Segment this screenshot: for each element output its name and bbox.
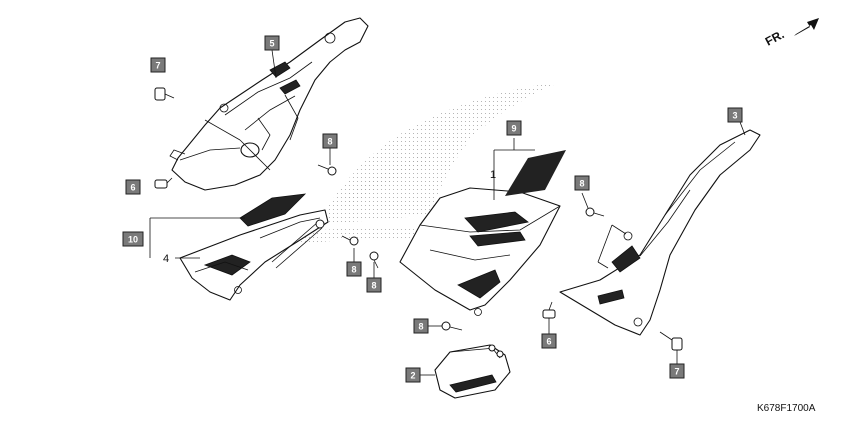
svg-text:8: 8 (327, 137, 332, 147)
diagram-code: K678F1700A (757, 403, 816, 414)
brand-watermark (300, 82, 560, 244)
svg-text:8: 8 (351, 265, 356, 275)
leader-lines (149, 49, 746, 376)
callout-8-mid-b: 8 (366, 277, 382, 293)
callout-8-mid-a: 8 (346, 261, 362, 277)
label-part-4: 4 (163, 253, 169, 265)
screw-8-right (585, 207, 605, 217)
screw-8-mid-a (341, 235, 359, 246)
callout-7-bottom: 7 (669, 363, 685, 379)
svg-text:7: 7 (674, 367, 679, 377)
front-arrow-icon (794, 18, 819, 36)
svg-text:8: 8 (418, 322, 423, 332)
callout-9: 9 (506, 120, 522, 136)
svg-text:10: 10 (128, 235, 138, 245)
front-direction-label: FR. (763, 27, 787, 48)
bolt-6-right (542, 301, 556, 319)
callout-6-left: 6 (125, 179, 141, 195)
bolt-7-top (154, 87, 175, 101)
callout-5: 5 (264, 35, 280, 51)
left-side-cover (179, 209, 329, 301)
callout-3: 3 (727, 107, 743, 123)
lower-block-cover (434, 344, 511, 399)
svg-text:8: 8 (579, 179, 584, 189)
front-direction-indicator: FR. (763, 18, 819, 49)
screw-8-upper (317, 164, 337, 176)
callout-7-top: 7 (150, 57, 166, 73)
callout-8-upper: 8 (322, 133, 338, 149)
svg-text:7: 7 (155, 61, 160, 71)
callout-8-right: 8 (574, 175, 590, 191)
right-side-cover (559, 129, 761, 336)
callout-8-lower: 8 (413, 318, 429, 334)
svg-text:5: 5 (269, 39, 274, 49)
center-main-cover (399, 187, 561, 316)
screw-8-lower (441, 321, 463, 331)
label-part-1: 1 (490, 169, 496, 181)
svg-text:6: 6 (546, 337, 551, 347)
svg-text:8: 8 (371, 281, 376, 291)
callout-6-right: 6 (541, 333, 557, 349)
bolt-7-bottom (659, 331, 683, 351)
svg-text:6: 6 (130, 183, 135, 193)
screw-8-mid-b (369, 251, 379, 269)
svg-text:3: 3 (732, 111, 737, 121)
callout-10: 10 (122, 231, 144, 247)
center-emblem-sticker (505, 150, 566, 196)
bolt-6-left (154, 177, 173, 189)
svg-text:2: 2 (410, 371, 415, 381)
callout-2: 2 (405, 367, 421, 383)
left-emblem-sticker (239, 193, 307, 227)
upper-inner-cover (169, 17, 369, 191)
svg-text:9: 9 (511, 124, 516, 134)
